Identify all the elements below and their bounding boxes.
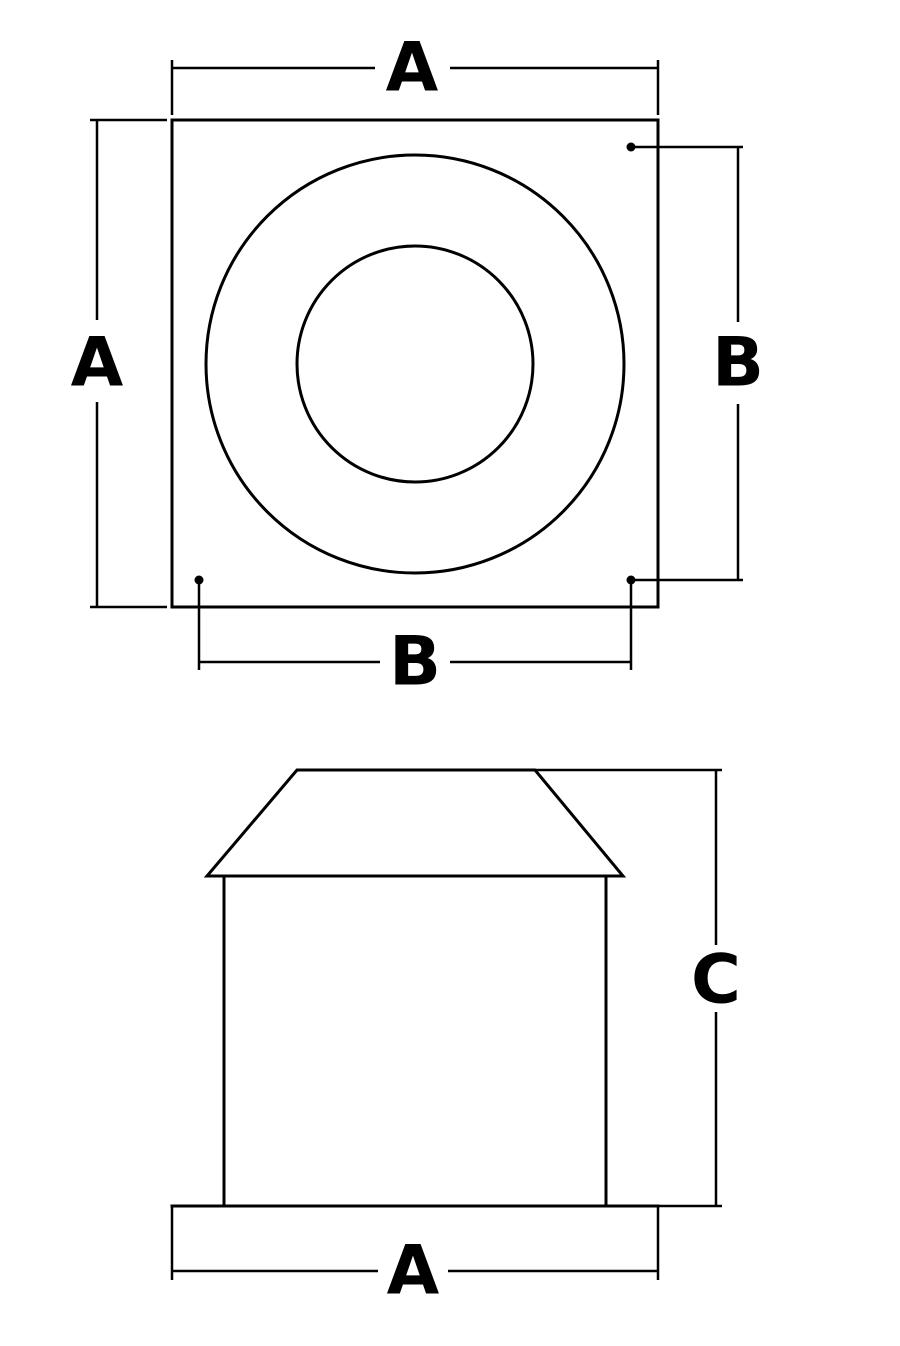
side-view — [170, 768, 660, 1208]
cap-hood — [203, 768, 627, 878]
dimension-top-width: A — [170, 29, 660, 115]
label-right-hole-spacing: B — [712, 324, 764, 403]
dimension-right-hole-spacing: B — [631, 145, 764, 582]
top-view — [170, 118, 660, 609]
label-left-height: A — [71, 324, 124, 403]
label-bottom-hole-spacing: B — [389, 623, 441, 702]
outer-ring — [204, 153, 626, 575]
dimension-bottom-hole-spacing: B — [197, 580, 633, 702]
inner-opening — [295, 244, 535, 484]
label-base-width: A — [387, 1232, 440, 1311]
label-side-height: C — [691, 941, 741, 1020]
plate-outline — [170, 118, 660, 609]
dimension-base-width: A — [170, 1206, 660, 1311]
dimension-side-height: C — [535, 768, 741, 1208]
body-housing — [222, 874, 608, 1208]
label-top-width: A — [386, 29, 439, 108]
dimension-left-height: A — [71, 118, 167, 609]
